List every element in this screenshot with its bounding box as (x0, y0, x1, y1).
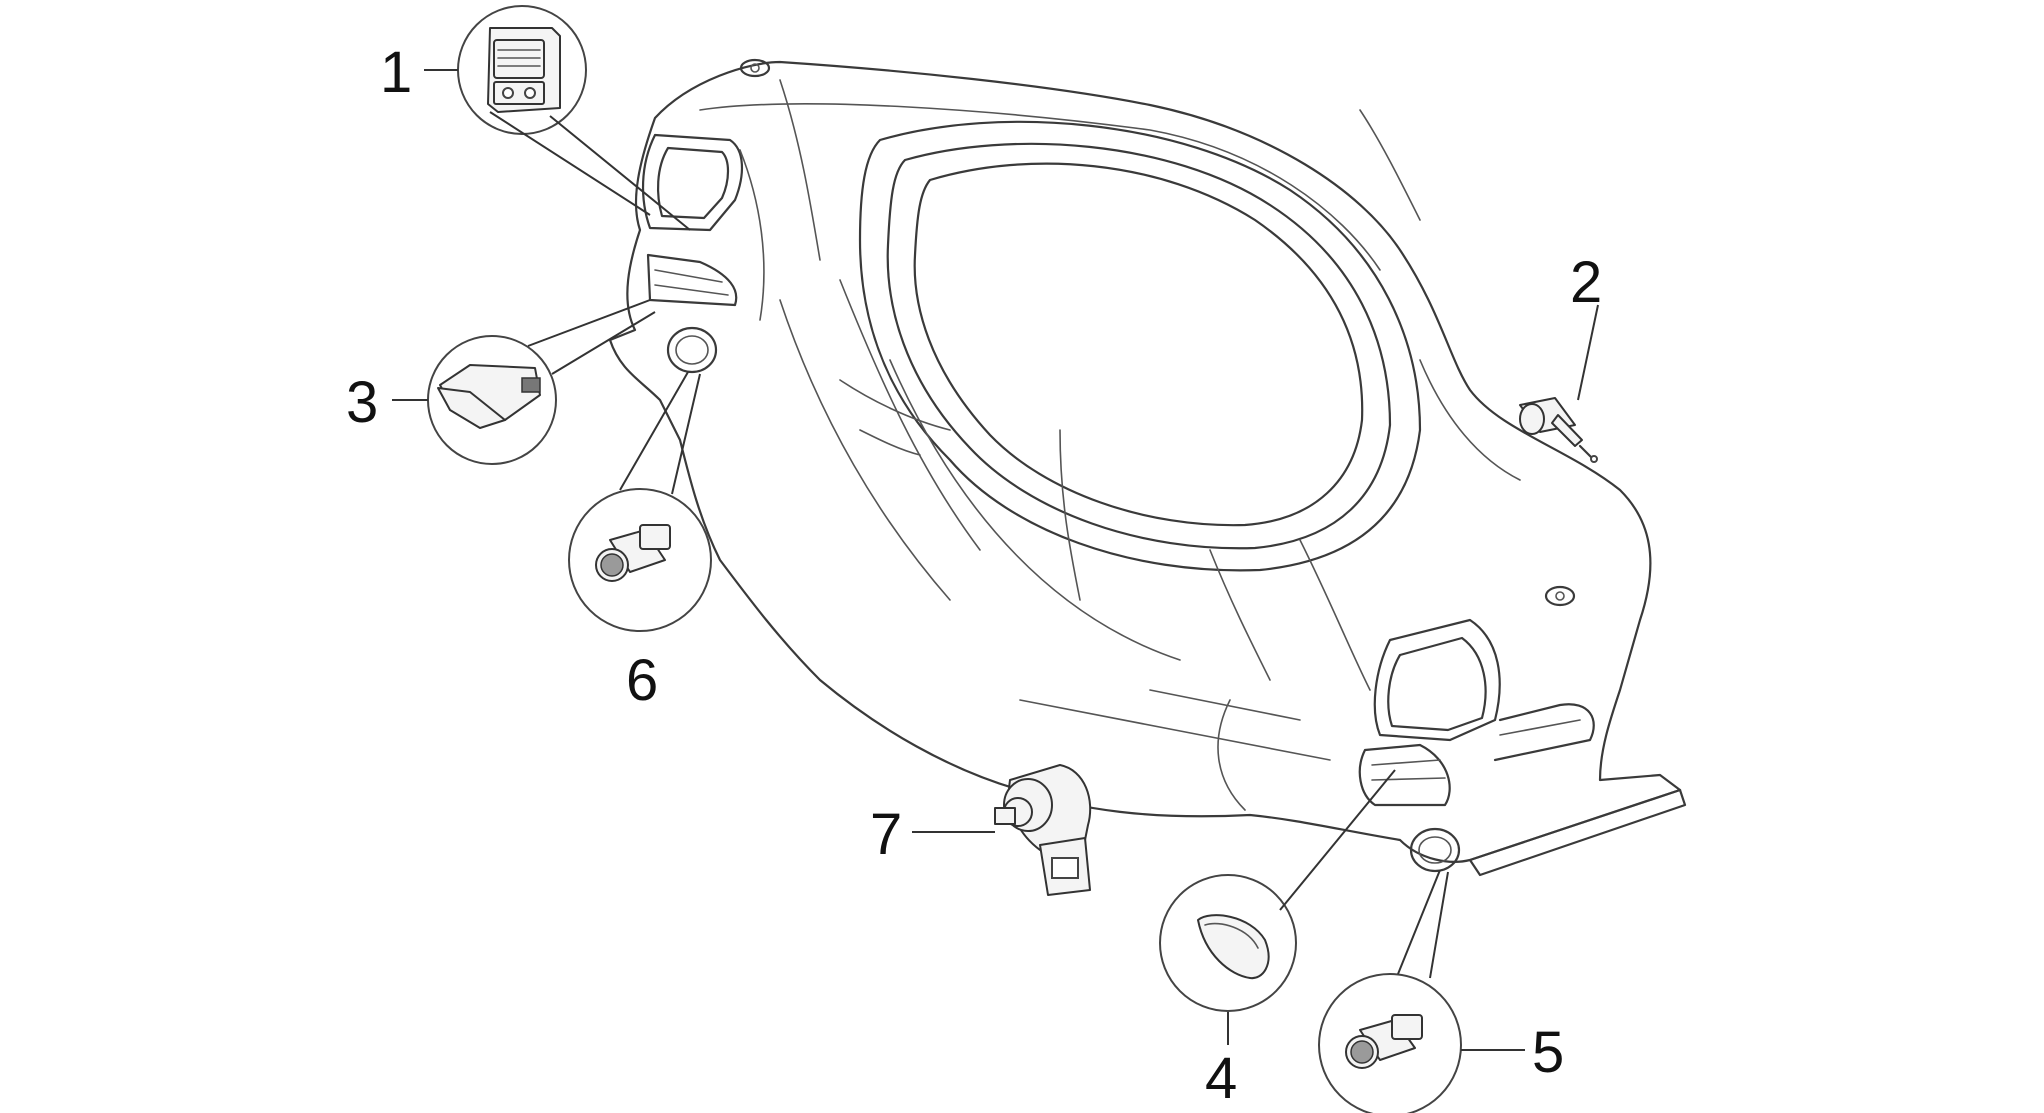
part-2-pin: 2 (1519, 250, 1602, 463)
part-5-pointer-2 (1429, 871, 1449, 979)
part-5-push-button: 5 (1318, 869, 1564, 1113)
callout-5: 5 (1532, 1020, 1564, 1085)
part-2-leader (1577, 304, 1599, 401)
part-6-push-button: 6 (568, 371, 712, 713)
callout-3: 3 (346, 370, 378, 435)
part-3-pointer (527, 299, 651, 347)
part-3-pointer-2 (551, 311, 656, 375)
part-6-pointer-2 (671, 373, 701, 495)
callout-7: 7 (870, 802, 902, 867)
part-1-pointer-2 (489, 111, 651, 216)
part-5-pointer (1397, 869, 1441, 975)
callout-6: 6 (626, 648, 658, 713)
callout-2: 2 (1570, 250, 1602, 315)
part-3-rocker-switch: 3 (346, 299, 656, 465)
callout-1: 1 (380, 40, 412, 105)
callout-4: 4 (1205, 1046, 1237, 1111)
handlebar-cover (608, 58, 1687, 877)
part-7-lock: 7 (870, 764, 1092, 896)
part-6-pointer (619, 371, 689, 491)
part-1-pointer (549, 115, 691, 231)
part-1-switch: 1 (380, 5, 691, 231)
part-4-lens: 4 (1159, 769, 1396, 1111)
part-4-pointer (1279, 769, 1396, 911)
